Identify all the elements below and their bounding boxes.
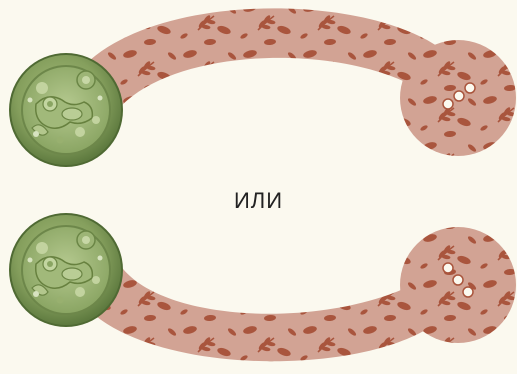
miniature-token-icon bbox=[9, 53, 123, 167]
miniature-token-icon bbox=[9, 213, 123, 327]
separator-label: ИЛИ bbox=[234, 188, 283, 213]
movement-illustration-bottom bbox=[9, 213, 516, 361]
movement-track-top bbox=[80, 8, 440, 120]
movement-track-bottom bbox=[80, 262, 440, 361]
movement-illustration-top bbox=[9, 8, 516, 167]
